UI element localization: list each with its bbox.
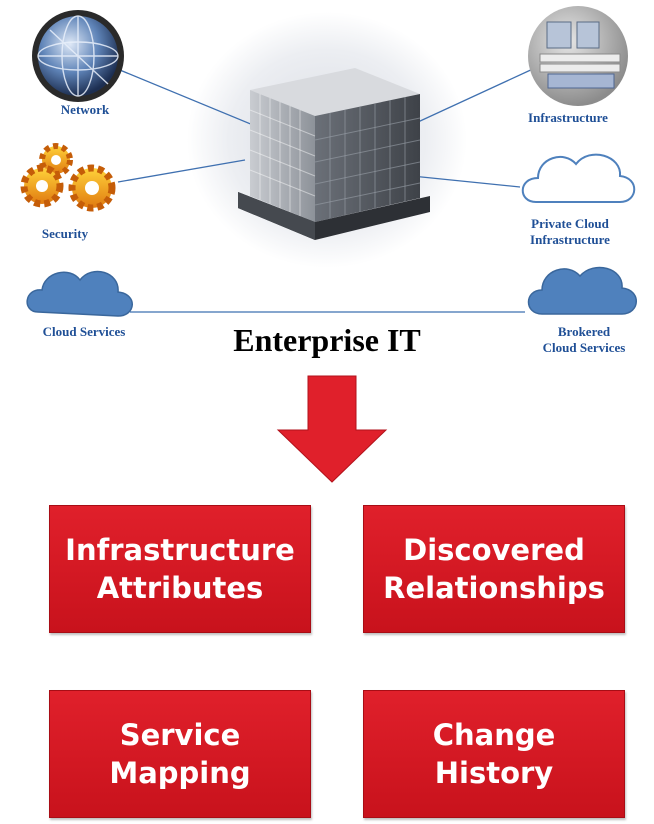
cloud-services-label: Cloud Services [42,324,126,339]
globe-icon [32,10,124,102]
infrastructure-attributes-label: Infrastructure Attributes [65,533,295,605]
servers-icon [528,6,628,106]
infrastructure-label: Infrastructure [528,110,608,125]
link-network [114,67,271,133]
discovered-relationships-label: Discovered Relationships [383,533,605,605]
link-infrastructure [404,67,536,129]
link-security [117,159,246,183]
service-mapping-label: Service Mapping [109,718,251,790]
cloud-icon-left [26,270,133,317]
brokered-cloud-label: Brokered Cloud Services [542,324,626,355]
link-private-cloud [401,174,521,188]
security-label: Security [41,226,89,241]
private-cloud-label: Private Cloud Infrastructure [530,216,610,247]
enterprise-it-title: Enterprise IT [233,322,421,358]
change-history-label: Change History [432,718,556,790]
discovered-relationships-box: Discovered Relationships [363,505,625,633]
down-arrow-icon [276,375,388,483]
service-mapping-box: Service Mapping [49,690,311,818]
infrastructure-attributes-box: Infrastructure Attributes [49,505,311,633]
change-history-box: Change History [363,690,625,818]
office-building-icon [238,68,430,240]
network-label: Network [60,102,110,117]
cloud-outline-icon [521,153,636,203]
cloud-icon-right [527,266,637,315]
gears-icon [20,143,116,212]
